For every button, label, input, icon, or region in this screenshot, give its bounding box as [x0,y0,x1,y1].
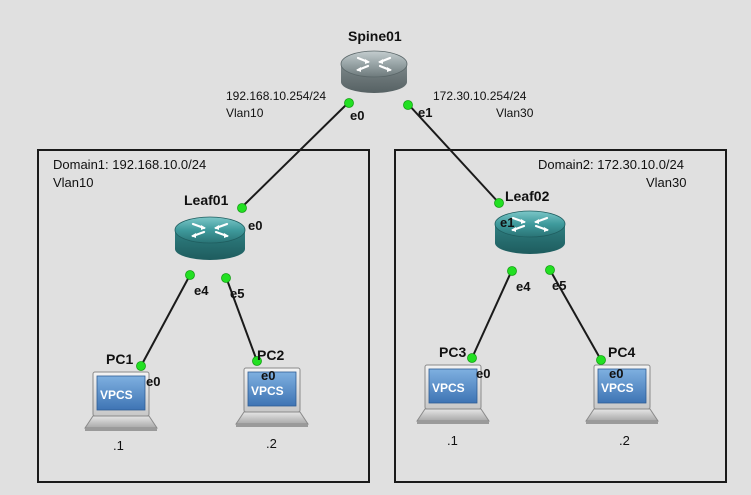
leaf01-label[interactable]: Leaf01 [184,192,229,208]
port-dot-spine01-e1 [403,100,413,110]
link2-ip-label: 172.30.10.254/24 [433,89,527,103]
port-dot-spine01-e0 [344,98,354,108]
iface-leaf01-e5: e5 [230,286,245,301]
iface-spine01-e1: e1 [418,105,433,120]
port-dot-pc4-e0 [596,355,606,365]
iface-pc3-e0: e0 [476,366,491,381]
pc1-screen-label: VPCS [100,388,133,402]
link-spine01-leaf02 [407,103,500,204]
domain1-title: Domain1: 192.168.10.0/24 [53,157,207,172]
port-dot-leaf01-e5 [221,273,231,283]
iface-pc4-e0: e0 [609,366,624,381]
port-dot-pc1-e0 [136,361,146,371]
iface-leaf01-e4: e4 [194,283,209,298]
link-spine01-leaf01 [241,101,350,208]
iface-leaf02-e5: e5 [552,278,567,293]
port-dot-pc3-e0 [467,353,477,363]
pc3-label[interactable]: PC3 [439,344,467,360]
pc3-screen-label: VPCS [432,381,465,395]
port-dot-leaf02-e5 [545,265,555,275]
link1-ip-label: 192.168.10.254/24 [226,89,327,103]
link-leaf01-pc1 [140,274,191,367]
pc4-screen-label: VPCS [601,381,634,395]
pc1-host-label: .1 [113,438,124,453]
link-leaf02-pc4 [549,269,602,361]
link-leaf02-pc3 [471,269,513,359]
iface-leaf02-e4: e4 [516,279,531,294]
links [140,101,602,367]
iface-pc2-e0: e0 [261,368,276,383]
pc2-screen-label: VPCS [251,384,284,398]
domain1-box [37,149,370,483]
leaf01-router-icon [173,215,247,262]
pc4-host-label: .2 [619,433,630,448]
domain2-title: Domain2: 172.30.10.0/24 [538,157,684,172]
port-dot-leaf01-e0 [237,203,247,213]
pc3-host-label: .1 [447,433,458,448]
port-dot-leaf02-e4 [507,266,517,276]
iface-leaf01-e0: e0 [248,218,263,233]
domain1-vlan: Vlan10 [53,175,94,190]
iface-spine01-e0: e0 [350,108,365,123]
link2-vlan-label: Vlan30 [496,106,534,120]
iface-leaf02-e1: e1 [500,215,515,230]
port-dot-leaf01-e4 [185,270,195,280]
domain2-vlan: Vlan30 [646,175,687,190]
pc2-label[interactable]: PC2 [257,347,285,363]
port-dot-pc2-e0 [252,356,262,366]
link1-vlan-label: Vlan10 [226,106,264,120]
leaf02-label[interactable]: Leaf02 [505,188,550,204]
pc2-host-label: .2 [266,436,277,451]
domain2-box [394,149,727,483]
port-dot-leaf02-e1 [494,198,504,208]
link-leaf01-pc2 [225,276,258,362]
pc1-label[interactable]: PC1 [106,351,134,367]
pc4-label[interactable]: PC4 [608,344,636,360]
spine01-label[interactable]: Spine01 [348,28,402,44]
port-dots [136,98,606,371]
spine01-router-icon [339,49,409,95]
iface-pc1-e0: e0 [146,374,161,389]
